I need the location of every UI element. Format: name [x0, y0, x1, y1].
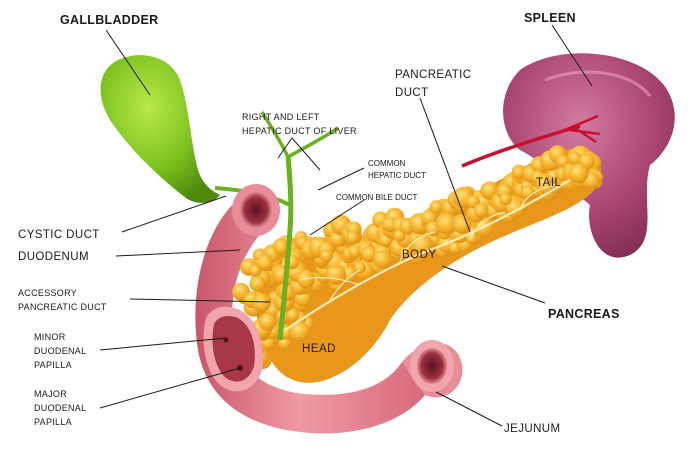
pancreas-lobule	[430, 200, 444, 214]
pancreas-lobule	[252, 293, 271, 312]
label-major-2: DUODENAL	[34, 403, 86, 413]
label-common-bile-duct: COMMON BILE DUCT	[336, 193, 417, 202]
leader-common-hepatic	[318, 168, 364, 190]
pancreas-lobule	[326, 265, 346, 285]
pancreas-lobule	[259, 313, 277, 331]
pancreas-lobule	[499, 193, 511, 205]
pancreas-lobule	[568, 163, 588, 183]
duodenum-upper-opening	[232, 184, 280, 236]
label-major-1: MAJOR	[34, 389, 67, 399]
leader-cystic-duct	[122, 196, 226, 232]
label-spleen: SPLEEN	[524, 11, 576, 25]
pancreas-lobule	[257, 254, 274, 271]
label-minor-3: PAPILLA	[34, 360, 72, 370]
label-pancreatic-duct-2: DUCT	[395, 87, 429, 99]
label-duodenum: DUODENUM	[18, 251, 89, 263]
label-gallbladder: GALLBLADDER	[60, 13, 158, 27]
label-tail: TAIL	[536, 177, 562, 189]
gallbladder	[101, 55, 220, 203]
label-cystic-duct: CYSTIC DUCT	[18, 229, 100, 241]
label-minor-1: MINOR	[34, 332, 66, 342]
label-hepatic-ducts-1: RIGHT AND LEFT	[242, 112, 320, 122]
label-minor-2: DUODENAL	[34, 346, 86, 356]
leader-jejunum	[436, 392, 502, 426]
label-pancreatic-duct-1: PANCREATIC	[395, 69, 471, 81]
label-common-hepatic-2: HEPATIC DUCT	[368, 171, 426, 180]
pancreas-lobule	[453, 215, 472, 234]
label-hepatic-ducts-2: HEPATIC DUCT OF LIVER	[242, 126, 357, 136]
label-pancreas: PANCREAS	[548, 307, 620, 321]
label-head: HEAD	[302, 343, 336, 355]
leader-pancreas	[442, 266, 545, 303]
label-jejunum: JEJUNUM	[504, 423, 560, 435]
label-body: BODY	[402, 249, 437, 261]
pancreas-lobule	[320, 249, 333, 262]
label-major-3: PAPILLA	[34, 417, 72, 427]
label-accessory-1: ACCESSORY	[18, 288, 77, 298]
pancreas-lobule	[346, 231, 359, 244]
label-accessory-2: PANCREATIC DUCT	[18, 302, 107, 312]
pancreas-lobule	[474, 203, 489, 218]
label-common-hepatic-1: COMMON	[368, 159, 406, 168]
pancreas-lobule	[373, 250, 391, 268]
pancreas-lobule	[250, 276, 266, 292]
